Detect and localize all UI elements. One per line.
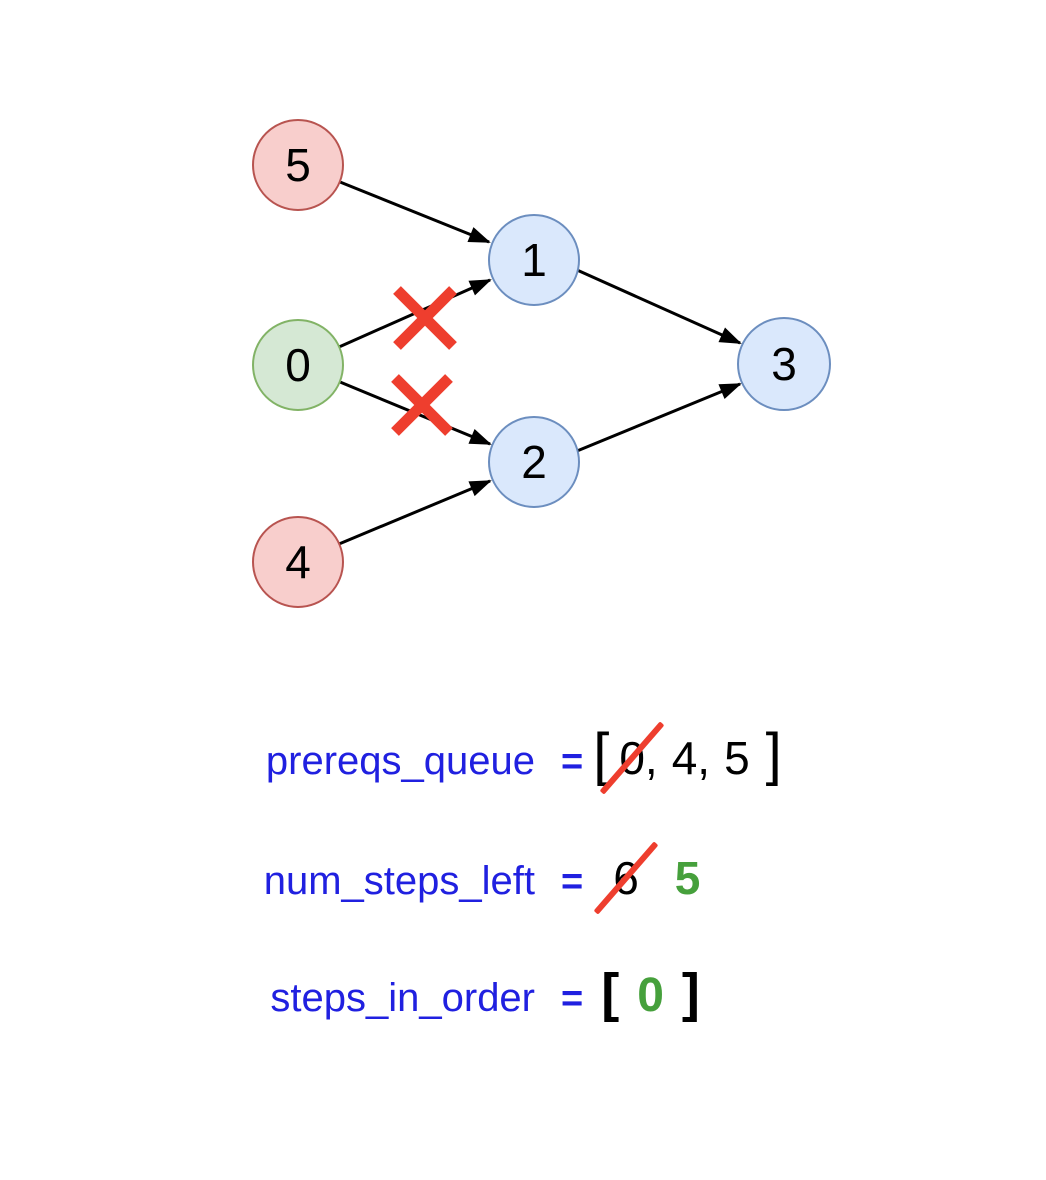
prereqs-queue-label: prereqs_queue	[265, 739, 535, 783]
crossed-out-edge-0-1-icon	[393, 286, 457, 350]
node-4-label: 4	[285, 536, 311, 588]
node-3-label: 3	[771, 338, 797, 390]
close-bracket: ]	[765, 722, 782, 787]
comma-separator: ,	[697, 732, 711, 784]
steps-in-order-equals-sign: =	[561, 978, 584, 1020]
removed-queue-item-0: 0	[619, 732, 645, 784]
num-steps-left-equals-sign: =	[561, 861, 584, 903]
open-bracket: [	[593, 722, 610, 787]
close-bracket: ]	[681, 963, 700, 1023]
num-steps-left-value: 6 5	[613, 855, 700, 901]
node-2	[488, 416, 580, 508]
node-0-label: 0	[285, 339, 311, 391]
steps-in-order-row: steps_in_order = [ 0 ]	[258, 966, 700, 1020]
prereqs-queue-equals-sign: =	[561, 741, 584, 783]
edge-5-to-1	[339, 180, 491, 244]
node-1	[488, 214, 580, 306]
queue-item-5: 5	[724, 732, 750, 784]
open-bracket: [	[601, 963, 620, 1023]
node-0	[252, 319, 344, 411]
old-num-steps-left: 6	[613, 852, 639, 904]
prerequisite-graph: 5 1 0 2 3 4	[252, 119, 831, 608]
new-num-steps-left: 5	[674, 852, 701, 904]
node-5-label: 5	[285, 139, 311, 191]
node-5	[252, 119, 344, 211]
crossed-out-edge-0-2-icon	[391, 374, 453, 436]
node-3	[737, 317, 831, 411]
steps-in-order-value: [ 0 ]	[601, 966, 700, 1020]
prereqs-queue-value: [ 0 , 4 , 5 ]	[593, 726, 782, 784]
queue-item-4: 4	[671, 732, 698, 784]
num-steps-left-row: num_steps_left = 6 5	[258, 855, 701, 903]
ordered-step-0: 0	[637, 969, 664, 1022]
edge-1-to-3	[576, 268, 742, 345]
comma-separator: ,	[644, 732, 658, 784]
node-1-label: 1	[521, 234, 547, 286]
node-2-label: 2	[521, 436, 547, 488]
edge-4-to-2	[338, 479, 492, 546]
num-steps-left-label: num_steps_left	[263, 859, 535, 903]
edge-2-to-3	[576, 382, 742, 453]
prereqs-queue-row: prereqs_queue = [ 0 , 4 , 5 ]	[258, 726, 782, 784]
node-4	[252, 516, 344, 608]
steps-in-order-label: steps_in_order	[270, 976, 535, 1020]
